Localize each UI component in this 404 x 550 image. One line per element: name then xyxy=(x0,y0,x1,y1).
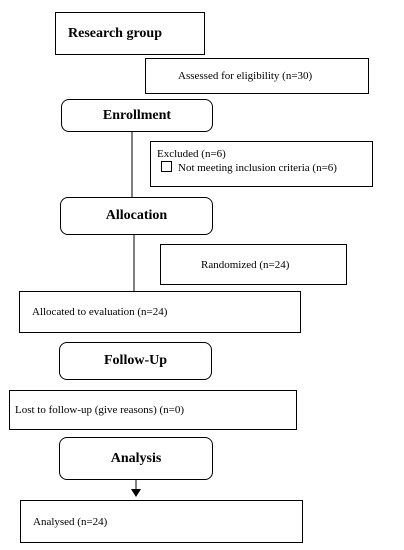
excluded-title: Excluded (n=6) xyxy=(157,148,226,160)
analysis-box: Analysis xyxy=(59,437,213,480)
randomized-box: Randomized (n=24) xyxy=(160,244,347,285)
excluded-item: Not meeting inclusion criteria (n=6) xyxy=(178,162,337,174)
analysis-label: Analysis xyxy=(110,450,162,466)
allocation-label: Allocation xyxy=(105,208,168,223)
research-group-label: Research group xyxy=(68,25,162,41)
enrollment-box: Enrollment xyxy=(61,99,213,132)
followup-label: Follow-Up xyxy=(104,353,167,368)
enrollment-label: Enrollment xyxy=(102,107,172,123)
lost-box: Lost to follow-up (give reasons) (n=0) xyxy=(9,390,297,430)
analysed-box: Analysed (n=24) xyxy=(20,500,303,543)
lost-label: Lost to follow-up (give reasons) (n=0) xyxy=(15,404,185,416)
excluded-box: Excluded (n=6) Not meeting inclusion cri… xyxy=(150,141,373,187)
arrow-head-down xyxy=(131,489,141,497)
analysed-label: Analysed (n=24) xyxy=(33,515,108,528)
randomized-label: Randomized (n=24) xyxy=(201,258,290,271)
allocation-box: Allocation xyxy=(60,197,213,235)
allocated-box: Allocated to evaluation (n=24) xyxy=(19,291,301,333)
eligibility-box: Assessed for eligibility (n=30) xyxy=(145,58,369,94)
allocated-label: Allocated to evaluation (n=24) xyxy=(32,306,168,318)
checkbox-icon xyxy=(161,161,172,172)
followup-box: Follow-Up xyxy=(59,342,212,380)
research-group-box: Research group xyxy=(55,12,205,55)
eligibility-label: Assessed for eligibility (n=30) xyxy=(178,70,313,82)
